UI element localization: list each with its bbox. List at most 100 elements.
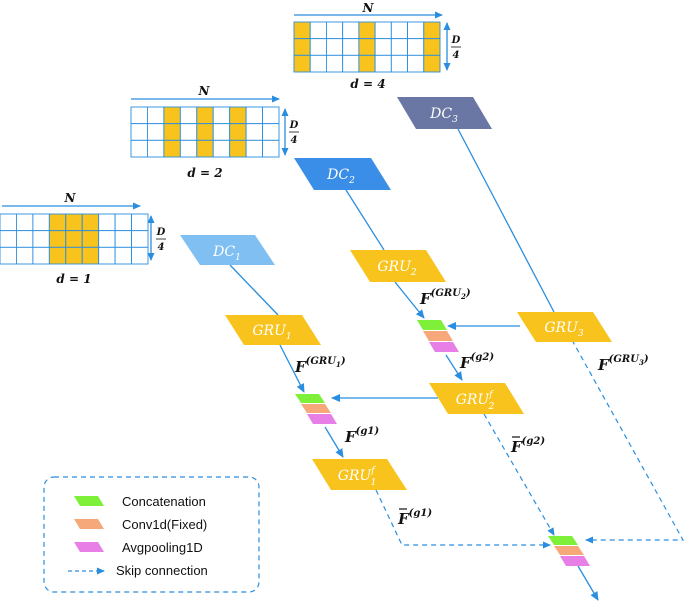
gru2-shape xyxy=(350,250,446,282)
grid-cell-highlight xyxy=(48,246,67,265)
gru2-box: GRU2 xyxy=(350,250,446,282)
grid-cell-highlight xyxy=(196,139,214,158)
gru1-box: GRU1 xyxy=(225,315,321,345)
grid-cell xyxy=(374,54,392,73)
grid-cell xyxy=(262,106,280,125)
grid-d2-d-label: d = 2 xyxy=(187,166,222,180)
grid-cell xyxy=(32,213,50,232)
stack1-avgpool xyxy=(307,414,337,424)
grid-cell xyxy=(98,246,116,265)
grid-cell xyxy=(390,38,409,56)
grid-cell-highlight xyxy=(293,38,311,56)
edge-stack2-gru2f xyxy=(445,354,463,381)
label-f-gru3: F(GRU3) xyxy=(597,354,649,374)
grid-cell-highlight xyxy=(48,230,67,248)
grid-cell xyxy=(325,21,344,40)
grid-cell-highlight xyxy=(163,139,181,158)
grid-cell xyxy=(0,246,17,265)
edge-dc3-gru3 xyxy=(457,128,555,313)
fbar-g1-text: F(g1) xyxy=(397,508,432,528)
edge-final-output xyxy=(577,565,599,601)
legend-skip-label: Skip connection xyxy=(116,563,208,578)
edge-gru2-stack2 xyxy=(394,281,425,319)
grid-d1-frac-num: D xyxy=(156,227,166,238)
fusion-stack-1 xyxy=(295,394,337,424)
grid-d4-frac-den: 4 xyxy=(453,50,460,61)
gru1-label: GRU1 xyxy=(252,323,291,342)
grid-d1-cells xyxy=(0,213,149,265)
grid-cell xyxy=(146,106,165,125)
dc2-label: DC2 xyxy=(326,167,355,186)
grid-cell xyxy=(245,123,264,141)
dc1-label: DC1 xyxy=(212,244,241,263)
dc1-box: DC1 xyxy=(180,235,275,265)
skip-gru3-final xyxy=(571,339,685,544)
grid-cell-highlight xyxy=(196,123,214,141)
stack1-concat xyxy=(295,394,325,403)
grid-cell xyxy=(309,21,327,40)
dc2-shape xyxy=(294,158,391,190)
dc3-box: DC3 xyxy=(397,97,492,129)
grid-cell xyxy=(325,54,344,73)
grid-cell xyxy=(0,230,17,248)
grid-cell xyxy=(262,139,280,158)
stack2-avgpool xyxy=(429,342,459,352)
grid-cell xyxy=(407,54,425,73)
grid-d2: N D 4 d = 2 xyxy=(130,84,299,180)
grid-d4-cells xyxy=(293,21,441,73)
grid-cell-highlight xyxy=(81,213,100,232)
grid-cell xyxy=(114,246,133,265)
grid-cell-highlight xyxy=(81,230,100,248)
grid-cell xyxy=(342,21,360,40)
grid-cell-highlight xyxy=(48,213,67,232)
label-f-gru1: F(GRU1) xyxy=(294,356,346,376)
grid-d1-n-label: N xyxy=(64,191,77,205)
grid-cell-highlight xyxy=(229,139,247,158)
edge-dc1-gru1 xyxy=(229,264,279,316)
skip-gru1f-final xyxy=(375,489,551,549)
grid-cell xyxy=(15,213,34,232)
stack3-conv xyxy=(554,546,584,555)
grid-cell xyxy=(114,213,133,232)
grid-d1-frac-den: 4 xyxy=(158,242,165,253)
grid-cell xyxy=(179,139,198,158)
grid-cell-highlight xyxy=(423,38,441,56)
edge-gru1-stack1 xyxy=(279,344,305,393)
gru3-box: GRU3 xyxy=(517,312,612,342)
stack2-conv xyxy=(423,331,453,341)
grid-d1: N D 4 d = 1 xyxy=(0,191,166,286)
dc3-shape xyxy=(397,97,492,129)
label-f-gru2: F(GRU2) xyxy=(419,288,471,308)
stack1-conv xyxy=(301,404,331,413)
grid-cell xyxy=(98,213,116,232)
grid-cell xyxy=(15,246,34,265)
grid-cell xyxy=(15,230,34,248)
grid-d2-cells xyxy=(130,106,280,158)
grid-cell xyxy=(245,106,264,125)
grid-cell xyxy=(0,213,17,232)
dc2-box: DC2 xyxy=(294,158,391,190)
grid-cell xyxy=(130,123,148,141)
grid-cell xyxy=(179,106,198,125)
legend-border xyxy=(43,476,260,593)
dc1-shape xyxy=(180,235,275,265)
grid-d4-d-label: d = 4 xyxy=(350,77,385,91)
fbar-g2-text: F(g2) xyxy=(510,436,545,456)
label-f-g1: F(g1) xyxy=(344,426,379,446)
grid-cell-highlight xyxy=(293,54,311,73)
label-fbar-g2: F(g2) xyxy=(510,436,545,456)
grid-cell xyxy=(114,230,133,248)
grid-cell xyxy=(390,54,409,73)
grid-cell-highlight xyxy=(81,246,100,265)
dc3-label: DC3 xyxy=(429,106,458,125)
grid-cell-highlight xyxy=(423,54,441,73)
grid-cell-highlight xyxy=(65,213,83,232)
grid-cell xyxy=(262,123,280,141)
stack3-concat xyxy=(548,536,578,545)
stack3-avgpool xyxy=(560,556,590,566)
grid-cell xyxy=(309,38,327,56)
